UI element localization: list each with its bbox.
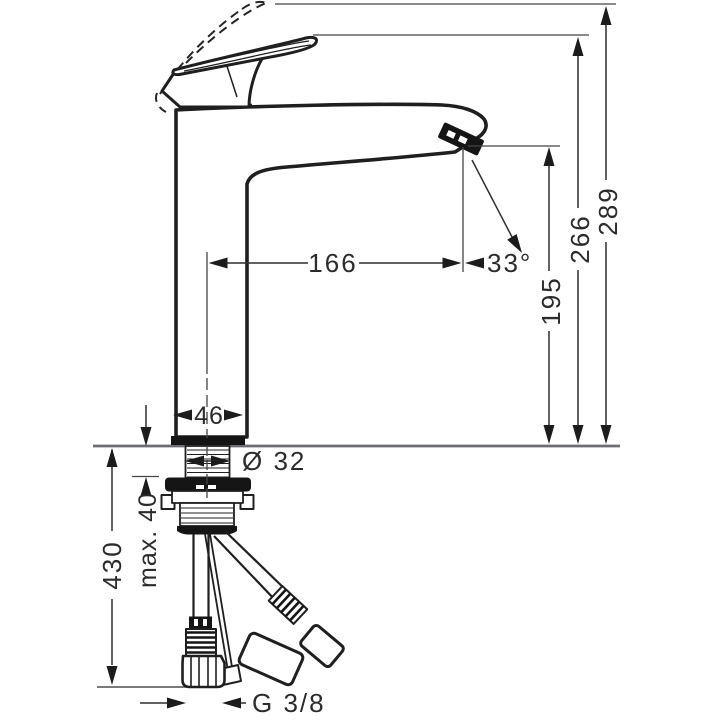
dim-total-height: 289 — [593, 6, 623, 444]
dim-max-thickness: max. 40 — [132, 405, 162, 588]
supply-hose-straight — [181, 534, 226, 689]
dim-label-body-width: 46 — [194, 402, 224, 430]
dim-label-hose-length: 430 — [97, 540, 127, 589]
hose-crimp-angled — [267, 585, 309, 625]
dim-label-spout-reach: 166 — [308, 248, 357, 278]
flange-ring — [165, 477, 251, 492]
dim-hose-length: 430 — [97, 448, 127, 685]
base-gasket — [171, 436, 245, 445]
dim-label-shank-diameter: Ø 32 — [242, 446, 306, 476]
dim-label-spout-height: 195 — [536, 276, 566, 325]
dim-spout-reach: 166 — [208, 248, 462, 278]
dim-label-handle-height: 266 — [565, 214, 595, 263]
supply-hoses — [181, 530, 345, 689]
hose-end-nut — [181, 654, 226, 689]
mounting-nut — [177, 526, 237, 535]
handle-raised-dashed-outline — [155, 0, 267, 113]
dim-shank-diameter: Ø 32 — [185, 446, 306, 476]
extension-lines — [206, 3, 616, 502]
dim-spout-height: 195 — [536, 147, 566, 444]
dim-label-spray-angle: 33° — [487, 248, 532, 278]
elbow-fitting-body — [237, 631, 305, 687]
dim-spray-angle: 33° — [465, 159, 532, 278]
dim-label-max-thickness: max. 40 — [134, 492, 162, 588]
elbow-fitting-nut — [299, 623, 345, 669]
spout-aerator — [438, 122, 484, 156]
dim-label-total-height: 289 — [593, 186, 623, 235]
dim-handle-height: 266 — [565, 37, 595, 444]
dim-thread-size: G 3/8 — [140, 688, 326, 718]
dim-body-width: 46 — [173, 402, 243, 430]
faucet-handle — [160, 35, 319, 109]
dim-label-thread-size: G 3/8 — [252, 688, 326, 718]
